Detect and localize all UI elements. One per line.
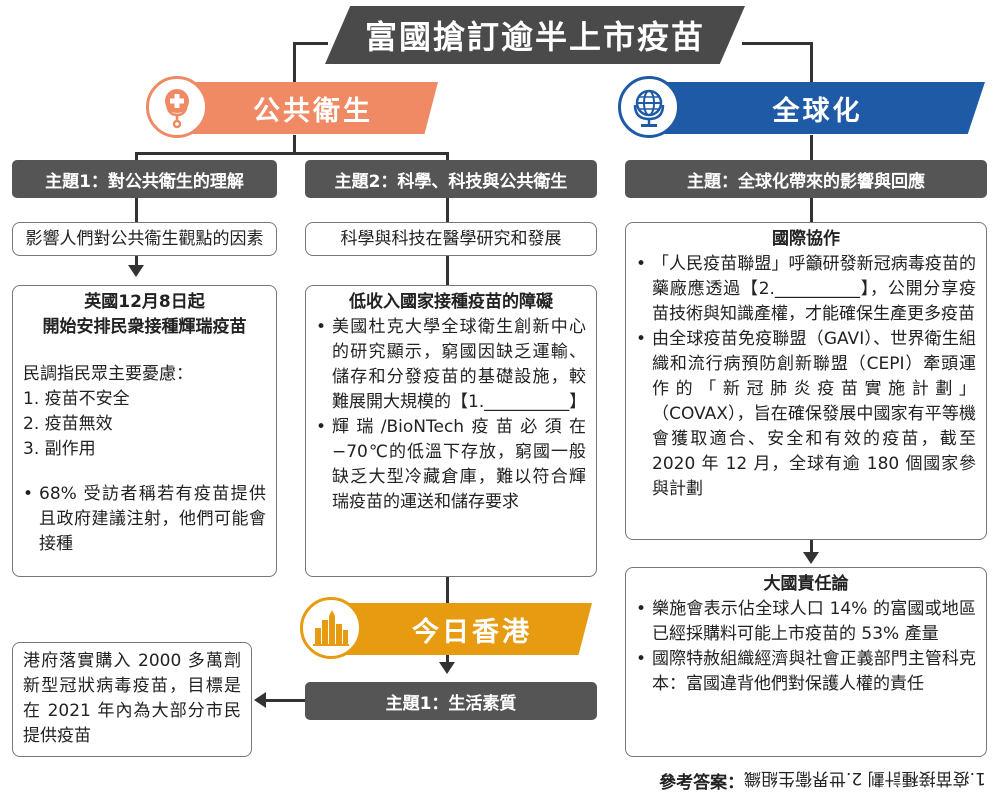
answer-label: 參考答案： xyxy=(659,773,745,793)
list-item: •由全球疫苗免疫聯盟（GAVI）、世界衛生組織和流行病預防創新聯盟（CEPI）牽… xyxy=(636,329,976,499)
barriers-box: 低收入國家接種疫苗的障礙 •美國杜克大學全球衛生創新中心的研究顯示，窮國因缺乏運… xyxy=(305,285,597,577)
medical-icon xyxy=(146,76,208,138)
theme1-bar: 主題1：對公共衛生的理解 xyxy=(12,160,277,198)
connector-line xyxy=(446,255,449,285)
box-heading: 國際協作 xyxy=(772,229,840,249)
section-label: 全球化 xyxy=(772,95,863,127)
connector-line xyxy=(293,42,296,85)
theme-global-bar: 主題：全球化帶來的影響與回應 xyxy=(625,160,987,198)
concern-item: 1. 疫苗不安全 xyxy=(23,389,130,409)
connector-line xyxy=(446,195,449,223)
box-heading: 低收入國家接種疫苗的障礙 xyxy=(349,292,553,312)
connector-line xyxy=(446,575,449,605)
responsibility-box: 大國責任論 •樂施會表示佔全球人口 14% 的富國或地區已經採購料可能上市疫苗的… xyxy=(625,567,987,757)
section-globalization: 全球化 xyxy=(640,82,985,134)
arrow-down xyxy=(128,265,144,277)
box-heading: 英國12月8日起 xyxy=(84,292,205,312)
list-item: •樂施會表示佔全球人口 14% 的富國或地區已經採購料可能上市疫苗的 53% 產… xyxy=(636,599,976,644)
reference-answer: 參考答案：1.疫苗接種計劃 2.世界衞生組織 xyxy=(659,768,986,793)
list-item: •68% 受訪者稱若有疫苗提供且政府建議注射，他們可能會接種 xyxy=(23,484,266,554)
arrow-down xyxy=(803,552,819,564)
box-heading: 大國責任論 xyxy=(763,574,849,594)
page-title: 富國搶訂逾半上市疫苗 xyxy=(325,6,745,64)
connector-line xyxy=(135,152,138,164)
factors-box: 影響人們對公共衞生觀點的因素 xyxy=(12,222,277,256)
city-icon xyxy=(300,597,362,659)
connector-line xyxy=(135,152,448,155)
connector-line xyxy=(810,540,813,554)
connector-line xyxy=(135,195,138,223)
concern-item: 2. 疫苗無效 xyxy=(23,414,113,434)
section-label: 公共衛生 xyxy=(253,95,373,127)
connector-line xyxy=(135,255,138,267)
list-item: •輝瑞/BioNTech疫苗必須在 −70℃的低溫下存放，窮國一般缺乏大型冷藏倉… xyxy=(316,417,586,512)
section-hong-kong: 今日香港 xyxy=(322,603,592,655)
connector-line xyxy=(293,135,296,153)
theme-hk-bar: 主題1：生活素質 xyxy=(305,682,597,720)
hk-vaccine-box: 港府落實購入 2000 多萬劑新型冠狀病毒疫苗，目標是在 2021 年內為大部分… xyxy=(12,642,252,757)
concern-item: 3. 副作用 xyxy=(23,439,96,459)
list-item: •美國杜克大學全球衛生創新中心的研究顯示，窮國因缺乏運輸、儲存和分發疫苗的基礎設… xyxy=(316,317,587,412)
uk-vaccine-box: 英國12月8日起 開始安排民衆接種輝瑞疫苗 民調指民眾主要憂慮： 1. 疫苗不安… xyxy=(12,285,277,577)
connector-line xyxy=(446,650,449,664)
connector-line xyxy=(293,42,328,45)
survey-intro: 民調指民眾主要憂慮： xyxy=(23,364,193,384)
section-public-health: 公共衛生 xyxy=(168,82,438,134)
theme2-bar: 主題2：科學、科技與公共衛生 xyxy=(305,160,597,198)
sci-tech-box: 科學與科技在醫學研究和發展 xyxy=(305,222,597,256)
box-heading: 開始安排民衆接種輝瑞疫苗 xyxy=(42,317,247,337)
connector-line xyxy=(446,152,449,164)
connector-line xyxy=(810,195,813,223)
cooperation-box: 國際協作 •「人民疫苗聯盟」呼籲研發新冠病毒疫苗的藥廠應透過【2._______… xyxy=(625,222,987,540)
section-label: 今日香港 xyxy=(412,616,532,648)
list-item: •「人民疫苗聯盟」呼籲研發新冠病毒疫苗的藥廠應透過【2.__________】，… xyxy=(636,254,976,324)
connector-line xyxy=(742,42,812,45)
connector-line xyxy=(265,699,305,702)
arrow-left xyxy=(254,692,266,708)
globe-icon xyxy=(618,76,680,138)
connector-line xyxy=(810,135,813,165)
arrow-down xyxy=(439,662,455,674)
list-item: •國際特赦組織經濟與社會正義部門主管科克本：富國違背他們對保護人權的責任 xyxy=(636,649,976,694)
answer-text: 1.疫苗接種計劃 2.世界衞生組織 xyxy=(744,768,986,788)
connector-line xyxy=(810,42,813,85)
